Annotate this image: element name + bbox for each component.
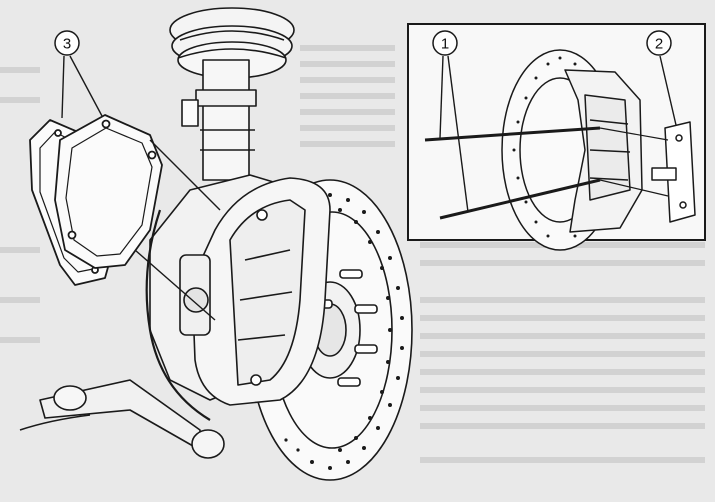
callout-2: 2: [646, 30, 672, 56]
brake-pad-inner: [54, 114, 163, 269]
callout-3-leaders: [61, 55, 221, 321]
lower-arm: [19, 379, 225, 459]
callout-1-label: 1: [441, 36, 449, 53]
bleed-through-text: [0, 45, 705, 463]
inset-pin-lower: [439, 178, 601, 220]
callout-3: 3: [54, 30, 80, 56]
inset-callout-leaders: [439, 55, 677, 213]
callout-1: 1: [432, 30, 458, 56]
brake-caliper: [179, 177, 331, 406]
inset-retaining-plate: [664, 121, 696, 223]
strut-body: [181, 59, 257, 181]
callout-2-label: 2: [655, 36, 663, 53]
brake-hose: [145, 209, 211, 421]
inset-pin-upper: [424, 126, 601, 142]
inset-panel: 1 2: [407, 23, 706, 251]
callout-3-label: 3: [63, 36, 71, 53]
main-drawing: [19, 7, 413, 481]
